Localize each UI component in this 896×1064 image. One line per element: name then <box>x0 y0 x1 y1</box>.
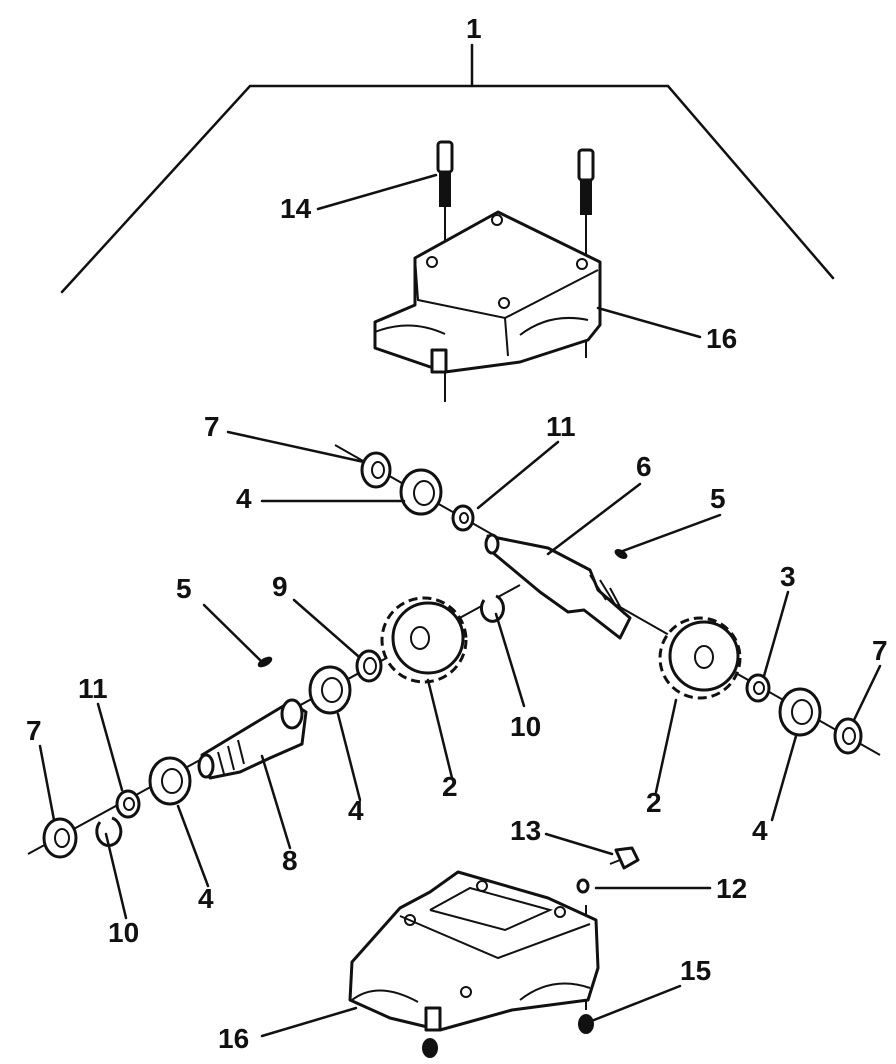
label-11-top: 11 <box>546 411 576 442</box>
lower-shaft-assembly <box>27 584 521 859</box>
label-4-right: 4 <box>752 815 768 846</box>
labels: 1 14 16 7 4 11 6 5 3 7 5 9 2 10 2 4 7 11… <box>26 13 888 1054</box>
upper-housing <box>373 210 602 402</box>
label-7-top: 7 <box>204 411 220 442</box>
upper-shaft-assembly <box>334 444 881 756</box>
label-16-upper: 16 <box>706 323 737 354</box>
label-4-left: 4 <box>198 883 214 914</box>
label-10-mid: 10 <box>510 711 541 742</box>
label-8: 8 <box>282 845 298 876</box>
label-3: 3 <box>780 561 796 592</box>
leader-lines <box>38 173 882 1038</box>
label-5-top: 5 <box>710 483 726 514</box>
label-16-lower: 16 <box>218 1023 249 1054</box>
label-15: 15 <box>680 955 711 986</box>
label-6: 6 <box>636 451 652 482</box>
label-10-left: 10 <box>108 917 139 948</box>
assembly-bracket <box>60 43 835 294</box>
label-7-right: 7 <box>872 635 888 666</box>
label-12: 12 <box>716 873 747 904</box>
label-7-left: 7 <box>26 715 42 746</box>
label-5-left: 5 <box>176 573 192 604</box>
screw <box>609 846 640 870</box>
label-14: 14 <box>280 193 312 224</box>
lower-housing <box>348 870 600 1032</box>
label-4-mid: 4 <box>348 795 364 826</box>
label-4-top: 4 <box>236 483 252 514</box>
label-2-left: 2 <box>442 771 458 802</box>
label-1: 1 <box>466 13 482 44</box>
label-2-right: 2 <box>646 787 662 818</box>
label-9: 9 <box>272 571 288 602</box>
o-ring <box>576 878 590 894</box>
label-13: 13 <box>510 815 541 846</box>
label-11-left: 11 <box>78 673 108 704</box>
